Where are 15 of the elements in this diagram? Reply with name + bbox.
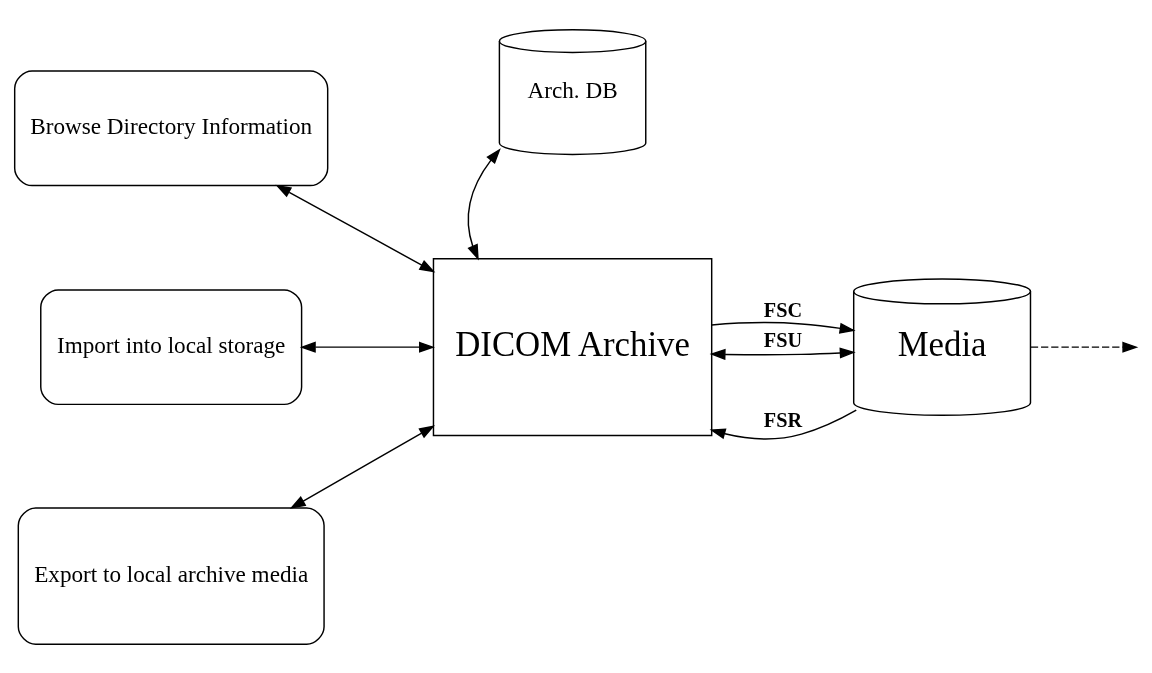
- edge-label: FSC: [763, 298, 803, 321]
- node-box: Browse Directory Information: [13, 69, 329, 186]
- arrow: [711, 321, 856, 334]
- arrow: [467, 147, 501, 260]
- node-box: Import into local storage: [40, 288, 303, 405]
- edge-label: FSU: [763, 328, 803, 351]
- node-box: Export to local archive media: [17, 506, 325, 645]
- arrow: [289, 424, 435, 509]
- edge-label: FSR: [763, 408, 803, 431]
- node-box: DICOM Archive: [432, 257, 713, 436]
- arrow: [299, 341, 435, 353]
- arrow: [1030, 341, 1139, 353]
- arrow: [709, 346, 856, 360]
- arrow: [275, 184, 436, 273]
- arrow: [709, 408, 857, 440]
